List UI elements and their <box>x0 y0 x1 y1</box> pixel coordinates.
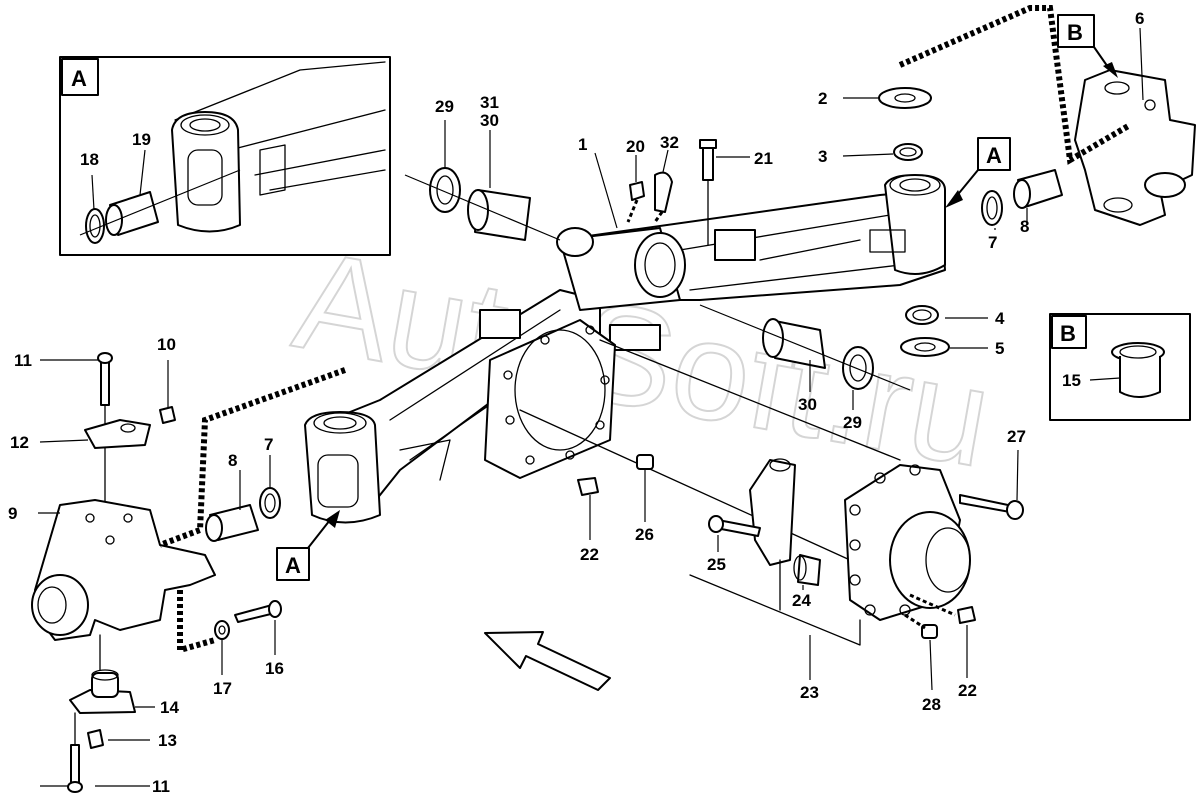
detail-box-a: A 18 19 <box>59 56 391 256</box>
callout-a-left: A <box>276 510 340 581</box>
label-21: 21 <box>754 149 773 168</box>
label-28: 28 <box>922 695 941 714</box>
leader-lines <box>38 27 1144 787</box>
label-20: 20 <box>626 137 645 156</box>
part-labels: 1 2 3 4 5 6 7 8 9 10 11 12 13 14 11 16 1… <box>8 9 1144 796</box>
label-22-center: 22 <box>580 545 599 564</box>
label-29-bottom: 29 <box>843 413 862 432</box>
label-6: 6 <box>1135 9 1144 28</box>
label-10: 10 <box>157 335 176 354</box>
label-8-right: 8 <box>1020 217 1029 236</box>
callout-a-right: A <box>945 137 1011 208</box>
svg-text:A: A <box>285 553 301 578</box>
label-27: 27 <box>1007 427 1026 446</box>
label-16: 16 <box>265 659 284 678</box>
right-side-parts <box>404 69 1196 639</box>
label-14: 14 <box>160 698 179 717</box>
svg-text:B: B <box>1067 20 1083 45</box>
axle-housing <box>304 174 946 524</box>
label-17: 17 <box>213 679 232 698</box>
svg-text:A: A <box>986 143 1002 168</box>
detail-box-b-letter: B <box>1060 321 1076 346</box>
label-29-top: 29 <box>435 97 454 116</box>
label-31: 31 <box>480 93 499 112</box>
label-7-right: 7 <box>988 233 997 252</box>
label-12: 12 <box>10 433 29 452</box>
label-7-left: 7 <box>264 435 273 454</box>
detail-box-a-letter: A <box>71 66 87 91</box>
label-5: 5 <box>995 339 1004 358</box>
label-22-right: 22 <box>958 681 977 700</box>
label-25: 25 <box>707 555 726 574</box>
label-1: 1 <box>578 135 587 154</box>
label-32: 32 <box>660 133 679 152</box>
label-18: 18 <box>80 150 99 169</box>
label-13: 13 <box>158 731 177 750</box>
label-3: 3 <box>818 147 827 166</box>
callout-b-top: B <box>1057 14 1118 78</box>
label-4: 4 <box>995 309 1005 328</box>
label-19: 19 <box>132 130 151 149</box>
label-2: 2 <box>818 89 827 108</box>
left-side-parts <box>31 352 282 793</box>
label-11-top: 11 <box>14 351 32 370</box>
direction-arrow <box>484 631 611 691</box>
label-24: 24 <box>792 591 811 610</box>
label-30-top: 30 <box>480 111 499 130</box>
differential-carrier <box>519 339 971 646</box>
label-23: 23 <box>800 683 819 702</box>
label-9: 9 <box>8 504 17 523</box>
dashed-alignment-lines <box>158 5 1132 654</box>
label-8-left: 8 <box>228 451 237 470</box>
label-15: 15 <box>1062 371 1081 390</box>
detail-box-b: B 15 <box>1049 313 1191 421</box>
label-30-bottom: 30 <box>798 395 817 414</box>
label-26: 26 <box>635 525 654 544</box>
label-11-bottom: 11 <box>152 777 170 796</box>
